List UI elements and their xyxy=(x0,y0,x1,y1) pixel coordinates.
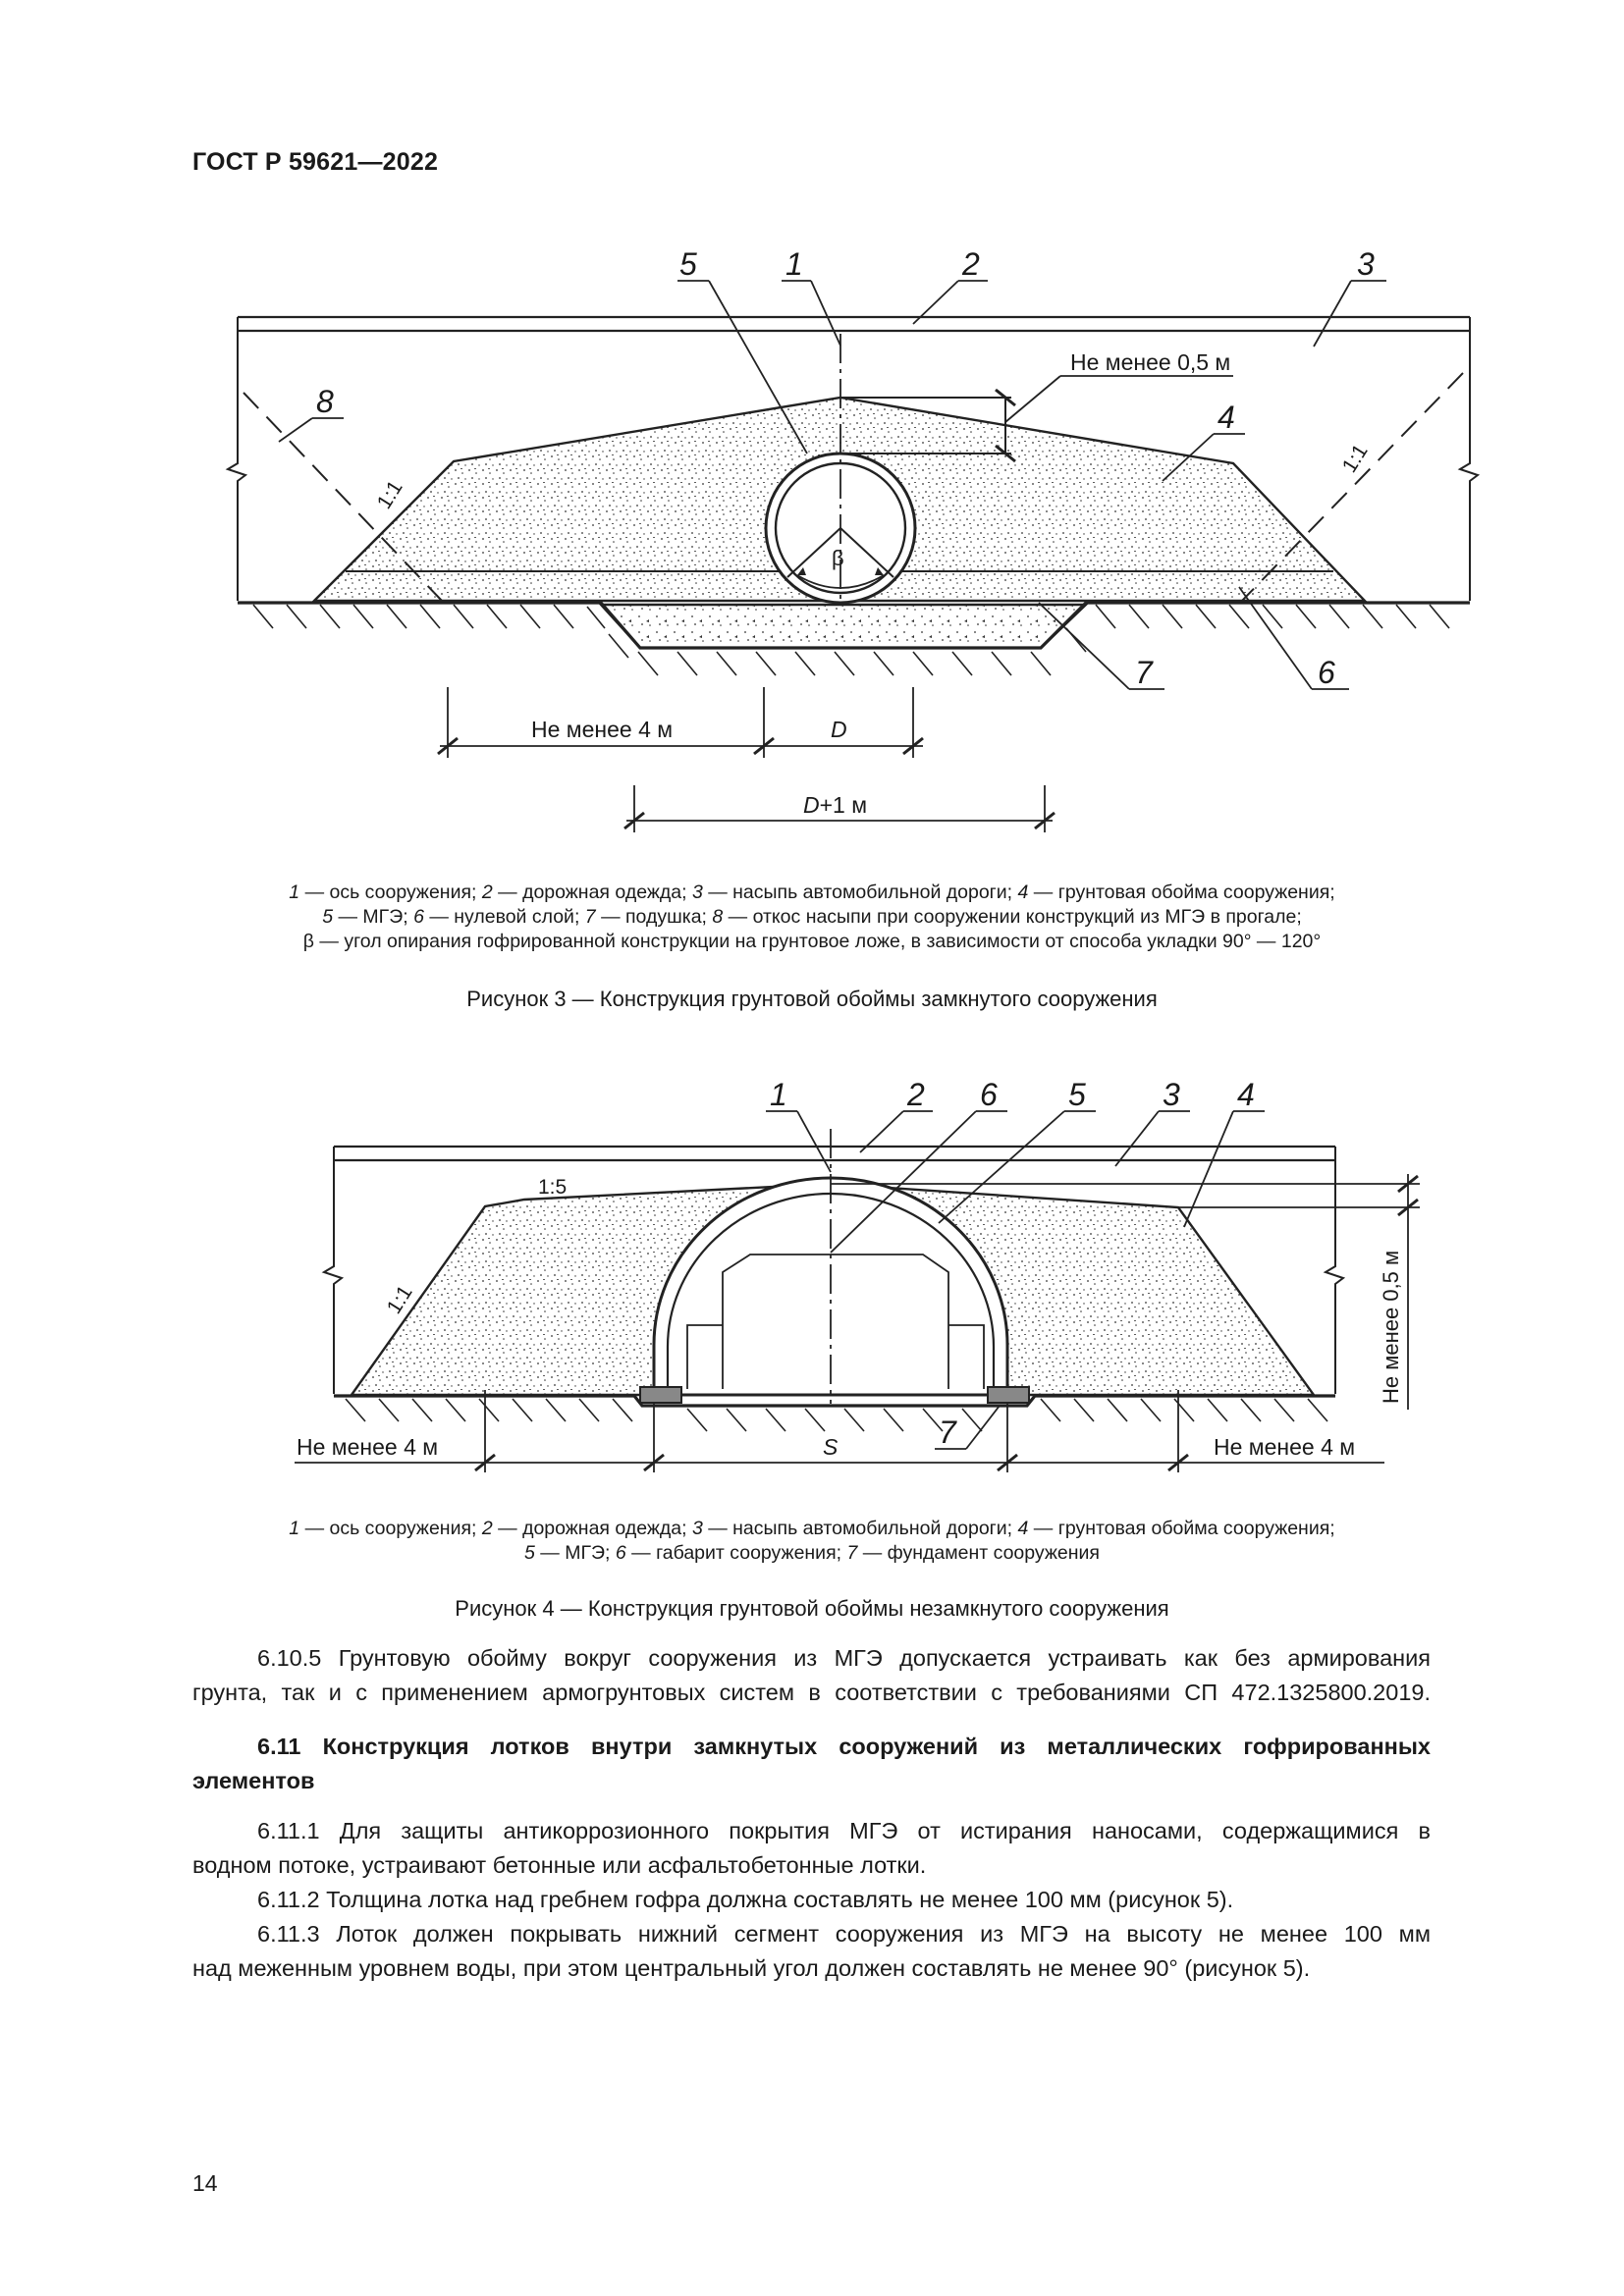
paragraph-6-11-3: 6.11.3 Лоток должен покрывать нижний сег… xyxy=(192,1921,1431,1981)
fig4-dim-min-cover: Не менее 0,5 м xyxy=(1379,1251,1403,1404)
fig3-legend-line-1: 1 — ось сооружения; 2 — дорожная одежда;… xyxy=(289,881,1335,903)
fig3-label-2: 2 xyxy=(961,246,980,282)
fig3-label-3: 3 xyxy=(1357,246,1375,282)
fig3-label-5: 5 xyxy=(679,246,697,282)
fig4-legend-line-1: 1 — ось сооружения; 2 — дорожная одежда;… xyxy=(289,1518,1335,1539)
fig4-label-6: 6 xyxy=(980,1077,998,1112)
fig4-label-5: 5 xyxy=(1068,1077,1086,1112)
beta-label: β xyxy=(832,546,844,570)
fig3-label-8: 8 xyxy=(316,384,334,419)
document-header: ГОСТ Р 59621—2022 xyxy=(192,148,439,176)
paragraph-6-10-5: 6.10.5 Грунтовую обойму вокруг сооружени… xyxy=(192,1645,1431,1705)
fig3-dim-min-4m: Не менее 4 м xyxy=(531,717,673,742)
fig4-label-2: 2 xyxy=(906,1077,925,1112)
fig3-label-4: 4 xyxy=(1218,400,1235,435)
fig4-label-3: 3 xyxy=(1163,1077,1180,1112)
fig4-label-7: 7 xyxy=(939,1415,957,1450)
fig4-slope-top: 1:5 xyxy=(538,1176,567,1199)
fig4-label-1: 1 xyxy=(770,1077,787,1112)
section-heading-6-11: 6.11 Конструкция лотков внутри замкнутых… xyxy=(192,1734,1431,1793)
figure-4-caption: Рисунок 4 — Конструкция грунтовой обоймы… xyxy=(455,1596,1169,1621)
fig3-dim-min-cover: Не менее 0,5 м xyxy=(1070,349,1230,375)
fig4-label-4: 4 xyxy=(1237,1077,1255,1112)
figure-3-drawing: β Не менее 0,5 м 1:1 1:1 5 1 2 3 8 4 7 6 xyxy=(225,246,1481,832)
figure-3-legend: 1 — ось сооружения; 2 — дорожная одежда;… xyxy=(196,881,1428,954)
fig3-label-7: 7 xyxy=(1135,655,1154,690)
fig3-legend-line-2: 5 — МГЭ; 6 — нулевой слой; 7 — подушка; … xyxy=(322,906,1302,928)
paragraph-6-11-1: 6.11.1 Для защиты антикоррозионного покр… xyxy=(192,1818,1431,1878)
fig3-label-1: 1 xyxy=(785,246,803,282)
fig3-dim-D: D xyxy=(831,717,847,742)
fig3-dim-D-plus: D+1 м xyxy=(803,792,867,818)
fig4-dim-right: Не менее 4 м xyxy=(1214,1434,1355,1460)
fig4-dim-left: Не менее 4 м xyxy=(297,1434,438,1460)
fig4-legend-line-2: 5 — МГЭ; 6 — габарит сооружения; 7 — фун… xyxy=(524,1542,1100,1564)
paragraph-6-11-2: 6.11.2 Толщина лотка над гребнем гофра д… xyxy=(257,1887,1234,1912)
page-number: 14 xyxy=(192,2170,218,2196)
figure-3-caption: Рисунок 3 — Конструкция грунтовой обоймы… xyxy=(466,987,1158,1011)
figure-4-legend: 1 — ось сооружения; 2 — дорожная одежда;… xyxy=(196,1517,1428,1566)
fig3-legend-line-3: β — угол опирания гофрированной конструк… xyxy=(302,931,1322,952)
fig3-label-6: 6 xyxy=(1318,655,1335,690)
figure-4-drawing: Не менее 0,5 м 1:5 1:1 1 2 6 5 3 4 7 Не … xyxy=(295,1077,1420,1472)
fig3-slope-left: 1:1 xyxy=(373,477,407,513)
fig4-dim-S: S xyxy=(823,1434,839,1460)
